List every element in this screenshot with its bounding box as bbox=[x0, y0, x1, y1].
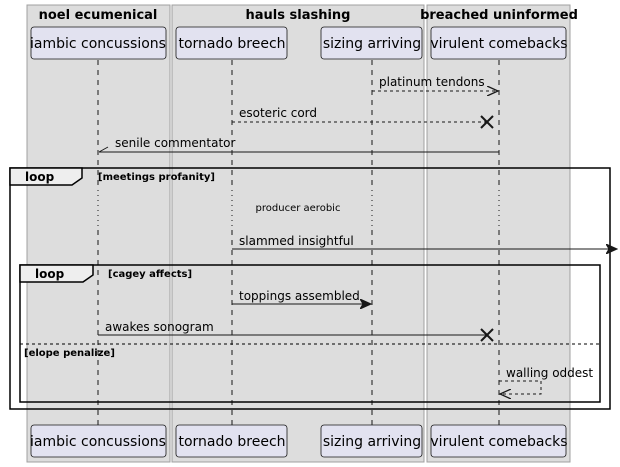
participant-tornado-breech-bottom[interactable]: tornado breech bbox=[175, 424, 288, 458]
participant-sizing-arriving-bottom[interactable]: sizing arriving bbox=[320, 424, 423, 458]
participant-label: iambic concussions bbox=[30, 36, 166, 52]
message-label: slammed insightful bbox=[239, 234, 354, 248]
participant-iambic-concussions-top[interactable]: iambic concussions bbox=[30, 26, 167, 60]
box-title: breached uninformed bbox=[420, 8, 578, 23]
participant-label: tornado breech bbox=[178, 434, 285, 450]
participant-tornado-breech-top[interactable]: tornado breech bbox=[175, 26, 288, 60]
fragment-keyword: loop bbox=[35, 267, 65, 281]
participant-iambic-concussions-bottom[interactable]: iambic concussions bbox=[30, 424, 167, 458]
fragment-loop-cagey-affects: loop [cagey affects] [elope penalize] bbox=[19, 264, 601, 403]
message-label: esoteric cord bbox=[239, 106, 317, 120]
divider-producer-aerobic: producer aerobic bbox=[94, 190, 503, 226]
participant-label: tornado breech bbox=[178, 36, 285, 52]
message-label: walling oddest bbox=[506, 366, 593, 380]
participant-label: sizing arriving bbox=[323, 36, 421, 52]
message-slammed-insightful: slammed insightful bbox=[232, 234, 617, 249]
fragment-condition: [cagey affects] bbox=[108, 269, 192, 280]
box-hauls-slashing: hauls slashing bbox=[171, 4, 425, 463]
lifelines bbox=[97, 60, 500, 425]
message-label: awakes sonogram bbox=[105, 320, 214, 334]
fragment-keyword: loop bbox=[25, 170, 55, 184]
fragment-condition: [meetings profanity] bbox=[98, 172, 215, 183]
message-label: toppings assembled bbox=[239, 289, 360, 303]
message-platinum-tendons: platinum tendons bbox=[372, 75, 498, 91]
message-label: platinum tendons bbox=[379, 75, 485, 89]
destroy-x-icon bbox=[480, 328, 494, 342]
destroy-x-icon bbox=[480, 115, 494, 129]
box-title: hauls slashing bbox=[246, 8, 351, 23]
participant-sizing-arriving-top[interactable]: sizing arriving bbox=[320, 26, 423, 60]
participant-label: iambic concussions bbox=[30, 434, 166, 450]
participant-virulent-comebacks-bottom[interactable]: virulent comebacks bbox=[430, 424, 568, 458]
participant-label: virulent comebacks bbox=[430, 434, 567, 450]
message-walling-oddest: walling oddest bbox=[499, 366, 593, 394]
else-condition: [elope penalize] bbox=[24, 348, 115, 359]
message-label: senile commentator bbox=[115, 136, 236, 150]
fragment-loop-meetings-profanity: loop [meetings profanity] bbox=[9, 167, 611, 410]
message-awakes-sonogram: awakes sonogram bbox=[98, 320, 494, 342]
divider-label: producer aerobic bbox=[256, 203, 341, 214]
participant-virulent-comebacks-top[interactable]: virulent comebacks bbox=[430, 26, 568, 60]
message-esoteric-cord: esoteric cord bbox=[232, 106, 494, 129]
participant-label: sizing arriving bbox=[323, 434, 421, 450]
message-toppings-assembled: toppings assembled bbox=[232, 289, 371, 304]
participant-label: virulent comebacks bbox=[430, 36, 567, 52]
box-title: noel ecumenical bbox=[39, 8, 158, 23]
message-senile-commentator: senile commentator bbox=[98, 136, 499, 153]
